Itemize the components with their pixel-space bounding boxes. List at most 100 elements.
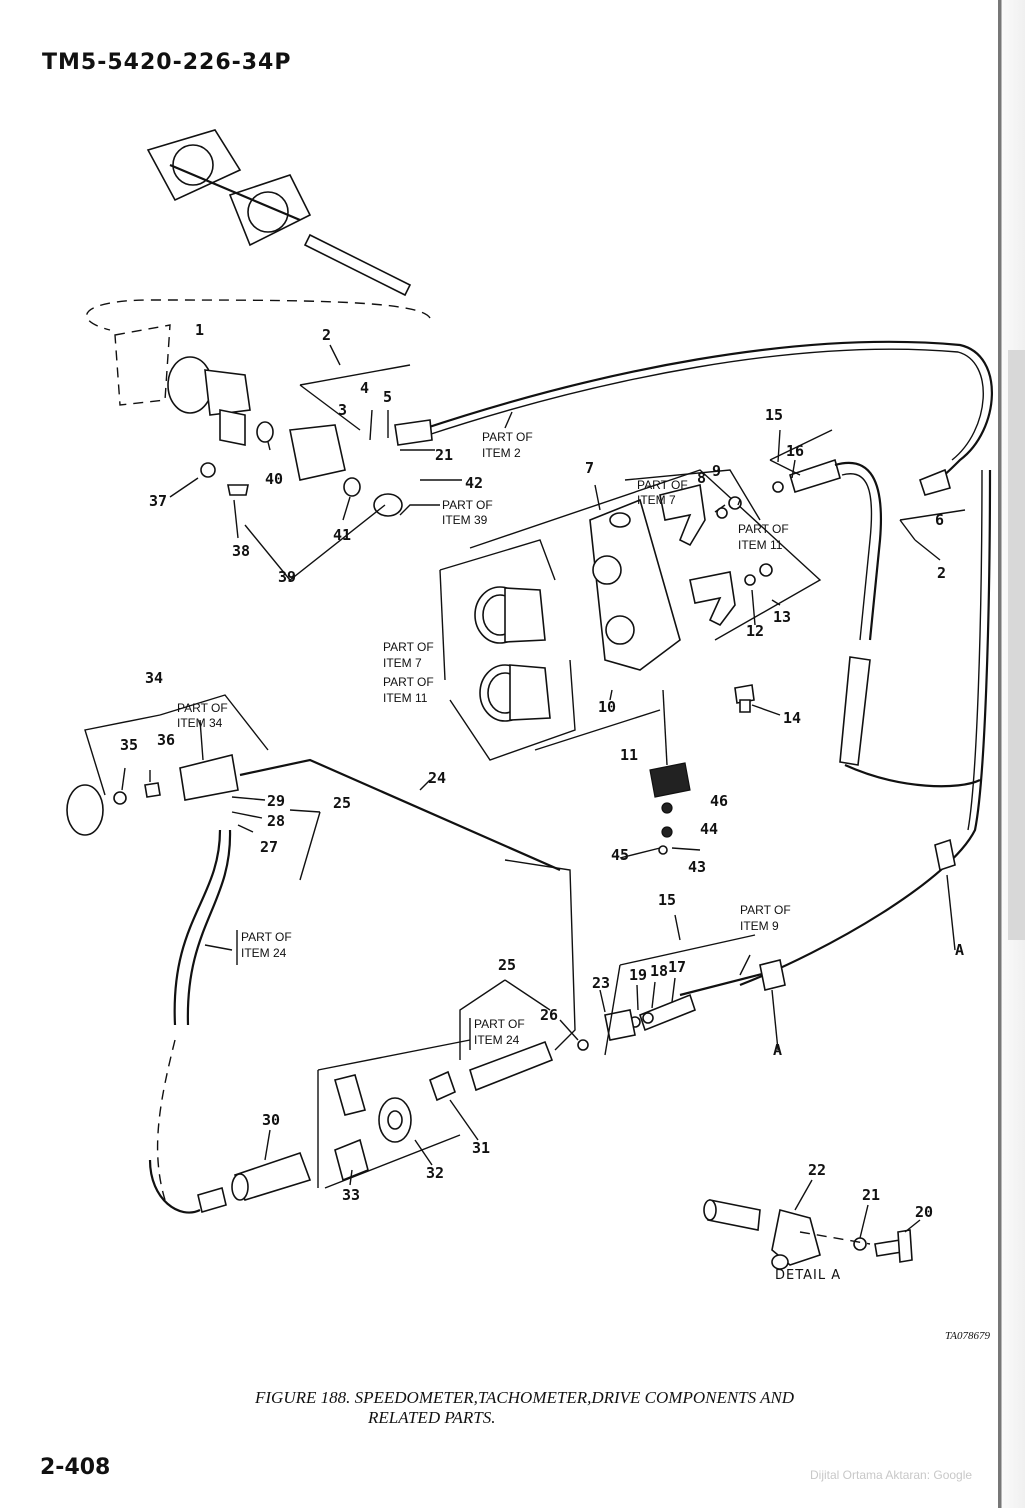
part-of-item-11-left-line2: ITEM 11 — [383, 691, 428, 705]
part-of-item-7-upper-line1: PART OF — [637, 478, 688, 492]
figure-caption: FIGURE 188. SPEEDOMETER,TACHOMETER,DRIVE… — [255, 1388, 895, 1428]
part-of-item-11-left-line1: PART OF — [383, 675, 434, 689]
callout-36: 36 — [157, 731, 175, 749]
figure-caption-line2: RELATED PARTS. — [368, 1408, 496, 1427]
callout-29: 29 — [267, 792, 285, 810]
callout-27: 27 — [260, 838, 278, 856]
speedometer-cable — [419, 340, 993, 486]
callout-45: 45 — [611, 846, 629, 864]
callout-30: 30 — [262, 1111, 280, 1129]
figure-code: TA078679 — [945, 1330, 991, 1342]
detail-a — [703, 1199, 913, 1270]
digitization-watermark: Dijital Ortama Aktaran: Google — [810, 1468, 973, 1482]
callout-22: 22 — [808, 1161, 826, 1179]
callout-10: 10 — [598, 698, 616, 716]
callout-2-upper: 2 — [322, 326, 331, 344]
callout-41: 41 — [333, 526, 351, 544]
callout-37: 37 — [149, 492, 167, 510]
part-of-item-11-upper-line2: ITEM 11 — [738, 538, 783, 552]
part-of-item-7-left-line1: PART OF — [383, 640, 434, 654]
callout-28: 28 — [267, 812, 285, 830]
tachometer-gauge — [479, 664, 551, 722]
callout-26: 26 — [540, 1006, 558, 1024]
part-of-item-7-left-line2: ITEM 7 — [383, 656, 422, 670]
gauge-bracket — [589, 498, 681, 671]
callout-7: 7 — [585, 459, 594, 477]
callout-15-lower: 15 — [658, 891, 676, 909]
callout-20: 20 — [915, 1203, 933, 1221]
callout-12: 12 — [746, 622, 764, 640]
callout-19: 19 — [629, 966, 647, 984]
callout-24: 24 — [428, 769, 446, 787]
angle-drive — [66, 754, 239, 836]
callout-44: 44 — [700, 820, 718, 838]
callout-18: 18 — [650, 962, 668, 980]
part-of-item-24-left-line2: ITEM 24 — [241, 946, 287, 960]
callout-40: 40 — [265, 470, 283, 488]
callout-33: 33 — [342, 1186, 360, 1204]
callout-21-upper: 21 — [435, 446, 453, 464]
callout-16: 16 — [786, 442, 804, 460]
callout-11: 11 — [620, 746, 638, 764]
scan-shadow — [1008, 350, 1025, 940]
callout-43: 43 — [688, 858, 706, 876]
bolt-14 — [734, 684, 755, 713]
dashed-enclosure — [86, 299, 431, 331]
callout-a-right: A — [955, 941, 964, 959]
callout-38: 38 — [232, 542, 250, 560]
callout-9: 9 — [712, 462, 721, 480]
callout-labels: 1 2 2 3 4 5 6 7 8 9 10 11 12 13 14 15 15… — [120, 321, 964, 1221]
part-of-item-2-line1: PART OF — [482, 430, 533, 444]
callout-5: 5 — [383, 388, 392, 406]
part-of-item-39-line1: PART OF — [442, 498, 493, 512]
callout-3: 3 — [338, 401, 347, 419]
part-of-item-11-upper-line1: PART OF — [738, 522, 789, 536]
line-art — [66, 129, 993, 1270]
callout-32: 32 — [426, 1164, 444, 1182]
part-of-item-34-line2: ITEM 34 — [177, 716, 223, 730]
detail-a-label: DETAIL A — [775, 1268, 842, 1283]
callout-2-right: 2 — [937, 564, 946, 582]
callout-1: 1 — [195, 321, 204, 339]
callout-a-lower: A — [773, 1041, 782, 1059]
flange-assembly — [146, 129, 412, 297]
part-of-labels: PART OF ITEM 2 PART OF ITEM 39 PART OF I… — [177, 430, 791, 1047]
part-of-item-24-left-line1: PART OF — [241, 930, 292, 944]
part-of-item-34-line1: PART OF — [177, 701, 228, 715]
callout-25-upper: 25 — [333, 794, 351, 812]
callout-23: 23 — [592, 974, 610, 992]
part-of-item-9-line1: PART OF — [740, 903, 791, 917]
part-of-item-24-lower-line2: ITEM 24 — [474, 1033, 520, 1047]
callout-13: 13 — [773, 608, 791, 626]
page-number: 2-408 — [40, 1455, 111, 1480]
bracket-lower — [689, 571, 736, 627]
part-of-item-9-line2: ITEM 9 — [740, 919, 779, 933]
adapter-assembly — [114, 324, 403, 517]
callout-25-lower: 25 — [498, 956, 516, 974]
callout-17: 17 — [668, 958, 686, 976]
part-of-item-39-line2: ITEM 39 — [442, 513, 488, 527]
figure-caption-line1: FIGURE 188. SPEEDOMETER,TACHOMETER,DRIVE… — [255, 1388, 795, 1407]
callout-8: 8 — [697, 469, 706, 487]
callout-46: 46 — [710, 792, 728, 810]
part-of-item-2-line2: ITEM 2 — [482, 446, 521, 460]
part-of-item-7-upper-line2: ITEM 7 — [637, 493, 676, 507]
bracket-upper — [659, 484, 706, 547]
speedometer-gauge — [474, 586, 546, 644]
drive-components — [231, 1039, 589, 1201]
callout-14: 14 — [783, 709, 801, 727]
document-header-code: TM5-5420-226-34P — [42, 50, 292, 75]
part-of-item-24-lower-line1: PART OF — [474, 1017, 525, 1031]
callout-42: 42 — [465, 474, 483, 492]
callout-31: 31 — [472, 1139, 490, 1157]
callout-21-detail: 21 — [862, 1186, 880, 1204]
callout-4: 4 — [360, 379, 369, 397]
callout-15-upper: 15 — [765, 406, 783, 424]
leader-lines — [84, 344, 966, 1239]
callout-6: 6 — [935, 511, 944, 529]
callout-34: 34 — [145, 669, 163, 687]
callout-35: 35 — [120, 736, 138, 754]
callout-39: 39 — [278, 568, 296, 586]
scan-edge-strip — [998, 0, 1025, 1508]
